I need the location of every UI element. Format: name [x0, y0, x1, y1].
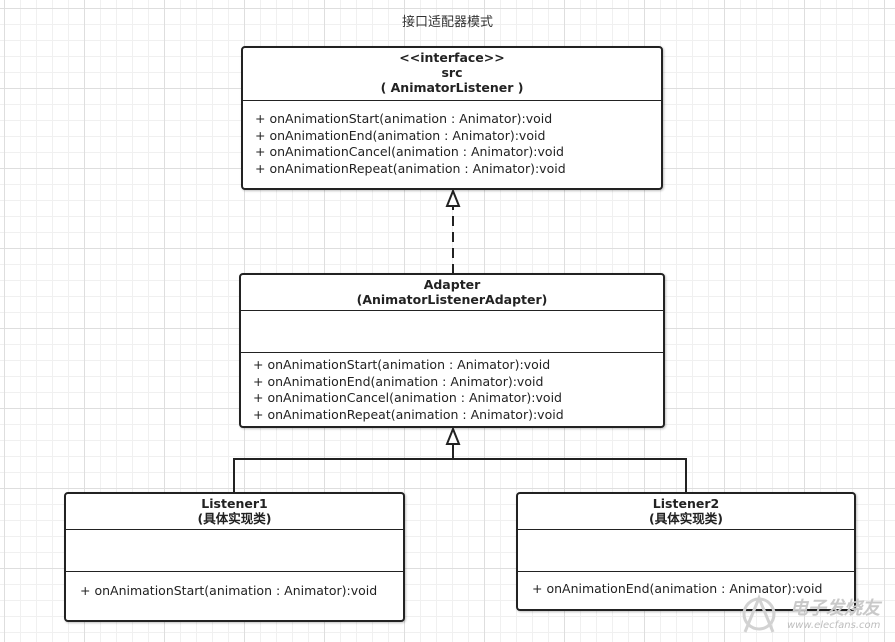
- operation-item: + onAnimationRepeat(animation : Animator…: [255, 160, 566, 176]
- generalization-line-listener2: [453, 458, 687, 494]
- adapter-operations: + onAnimationStart(animation : Animator)…: [241, 353, 663, 423]
- adapter-subtitle: (AnimatorListenerAdapter): [356, 292, 548, 307]
- operation-item: + onAnimationEnd(animation : Animator):v…: [253, 373, 544, 389]
- watermark-text-url: www.elecfans.com: [787, 620, 881, 631]
- realization-arrowhead: [445, 188, 461, 207]
- interface-subtitle: ( AnimatorListener ): [380, 80, 524, 95]
- interface-name: src: [441, 65, 463, 80]
- operation-item: + onAnimationStart(animation : Animator)…: [255, 111, 553, 126]
- adapter-header: Adapter (AnimatorListenerAdapter): [241, 275, 663, 311]
- diagram-title: 接口适配器模式: [401, 15, 493, 30]
- watermark-text-cn: 电子发烧友: [790, 598, 880, 619]
- listener2-attributes: [518, 530, 854, 572]
- listener2-name: Listener2: [652, 496, 720, 511]
- operation-item: + onAnimationStart(animation : Animator)…: [80, 583, 378, 598]
- listener1-subtitle: (具体实现类): [197, 511, 272, 526]
- listener2-operations: + onAnimationEnd(animation : Animator):v…: [518, 572, 854, 598]
- listener1-header: Listener1 (具体实现类): [66, 494, 403, 530]
- interface-header: <<interface>> src ( AnimatorListener ): [243, 48, 661, 101]
- generalization-arrowhead: [445, 426, 461, 445]
- adapter-name: Adapter: [423, 277, 481, 292]
- interface-class-box[interactable]: <<interface>> src ( AnimatorListener ) +…: [241, 46, 663, 190]
- operation-item: + onAnimationEnd(animation : Animator):v…: [532, 581, 823, 596]
- operation-item: + onAnimationStart(animation : Animator)…: [253, 357, 551, 372]
- listener2-subtitle: (具体实现类): [649, 511, 723, 526]
- adapter-attributes: [241, 311, 663, 353]
- operation-item: + onAnimationEnd(animation : Animator):v…: [255, 127, 546, 143]
- listener1-attributes: [66, 530, 403, 572]
- listener1-operations: + onAnimationStart(animation : Animator)…: [66, 572, 403, 600]
- operation-item: + onAnimationCancel(animation : Animator…: [255, 144, 564, 159]
- interface-stereotype: <<interface>>: [399, 50, 505, 65]
- listener2-header: Listener2 (具体实现类): [518, 494, 854, 530]
- watermark: 电子发烧友 www.elecfans.com: [735, 590, 895, 640]
- watermark-logo-icon: [742, 594, 776, 633]
- operation-item: + onAnimationCancel(animation : Animator…: [253, 390, 562, 405]
- interface-operations: + onAnimationStart(animation : Animator)…: [243, 101, 661, 177]
- listener1-class-box[interactable]: Listener1 (具体实现类) + onAnimationStart(ani…: [64, 492, 405, 622]
- listener1-name: Listener1: [201, 496, 268, 511]
- listener2-class-box[interactable]: Listener2 (具体实现类) + onAnimationEnd(anima…: [516, 492, 856, 611]
- operation-item: + onAnimationRepeat(animation : Animator…: [253, 406, 564, 422]
- adapter-class-box[interactable]: Adapter (AnimatorListenerAdapter) + onAn…: [239, 273, 665, 428]
- generalization-line-listener1: [233, 458, 453, 494]
